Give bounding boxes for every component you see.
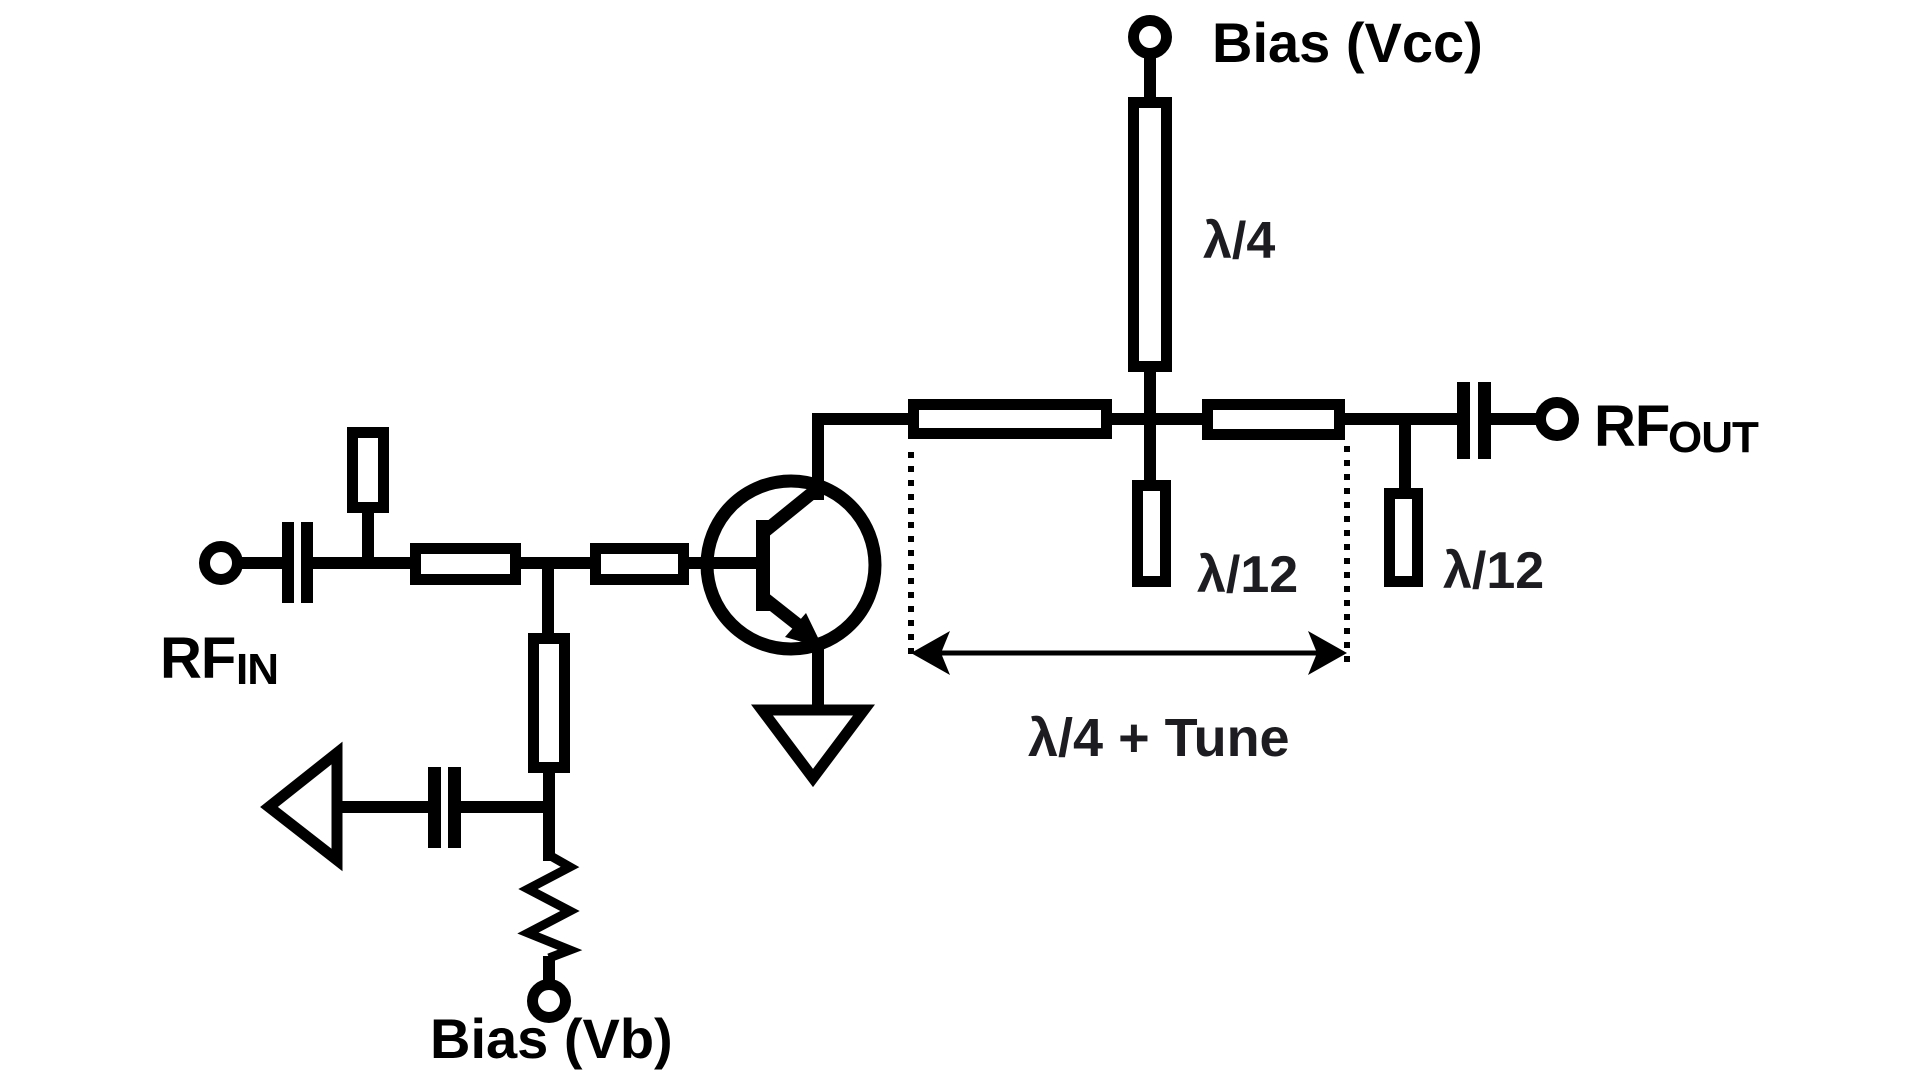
transistor-base-bar <box>756 520 770 611</box>
output-tl-1 <box>908 399 1112 439</box>
bias-vcc-label: Bias (Vcc) <box>1212 11 1483 74</box>
output-tl-2 <box>1202 399 1345 440</box>
bias-cap-plate-left <box>428 767 441 848</box>
rf-out-terminal-icon <box>1535 397 1579 441</box>
bias-resistor-icon <box>517 851 583 963</box>
stub-left-line <box>1132 480 1171 587</box>
input-chain <box>199 427 759 639</box>
input-dc-block-cap-plate-left <box>282 522 294 603</box>
transistor <box>700 474 882 788</box>
transistor-body-icon <box>700 474 882 656</box>
emitter-ground-icon <box>751 704 875 788</box>
rf-in-label: RF <box>160 626 235 691</box>
dimension-arrowhead-right-icon <box>1308 631 1347 675</box>
quarter-wave-line <box>1128 97 1172 372</box>
rf-in-sub-label: IN <box>236 645 278 694</box>
dimension-label: λ/4 + Tune <box>1028 708 1290 768</box>
base-bias-branch <box>260 633 583 1023</box>
quarter-wave-label: λ/4 <box>1203 212 1275 270</box>
rf-in-terminal-icon <box>199 541 243 585</box>
vcc-terminal-icon <box>1128 15 1172 59</box>
bias-stub-line <box>528 633 570 773</box>
stub-left-label: λ/12 <box>1197 546 1298 604</box>
input-tl-2 <box>590 543 689 585</box>
rf-out-sub-label: OUT <box>1668 413 1759 462</box>
transistor-emitter-arrow-icon <box>785 613 823 648</box>
input-tl-1 <box>410 543 521 585</box>
output-dc-block-cap-plate-right <box>1478 382 1491 459</box>
dimension-group <box>908 446 1350 675</box>
stub-right-group <box>1384 419 1423 587</box>
bias-ground-icon <box>260 741 343 872</box>
input-dc-block-cap-plate-right <box>301 522 313 603</box>
output-dc-block-cap-plate-left <box>1457 382 1470 459</box>
bias-cap-plate-right <box>448 767 461 848</box>
stub-left-group <box>1132 480 1171 587</box>
vcc-bias-branch <box>1128 15 1172 486</box>
stub-right-label: λ/12 <box>1443 542 1544 600</box>
collector-corner-wire <box>812 413 914 500</box>
vb-terminal-icon <box>527 979 571 1023</box>
rf-out-label: RF <box>1594 394 1669 459</box>
stub-right-line <box>1384 488 1423 587</box>
transistor-emitter-lead <box>759 592 807 634</box>
bias-vb-label: Bias (Vb) <box>430 1007 673 1070</box>
input-stub-line <box>347 427 389 513</box>
transistor-collector-lead <box>759 483 822 538</box>
dimension-arrowhead-left-icon <box>911 631 950 675</box>
output-line <box>812 382 1579 500</box>
